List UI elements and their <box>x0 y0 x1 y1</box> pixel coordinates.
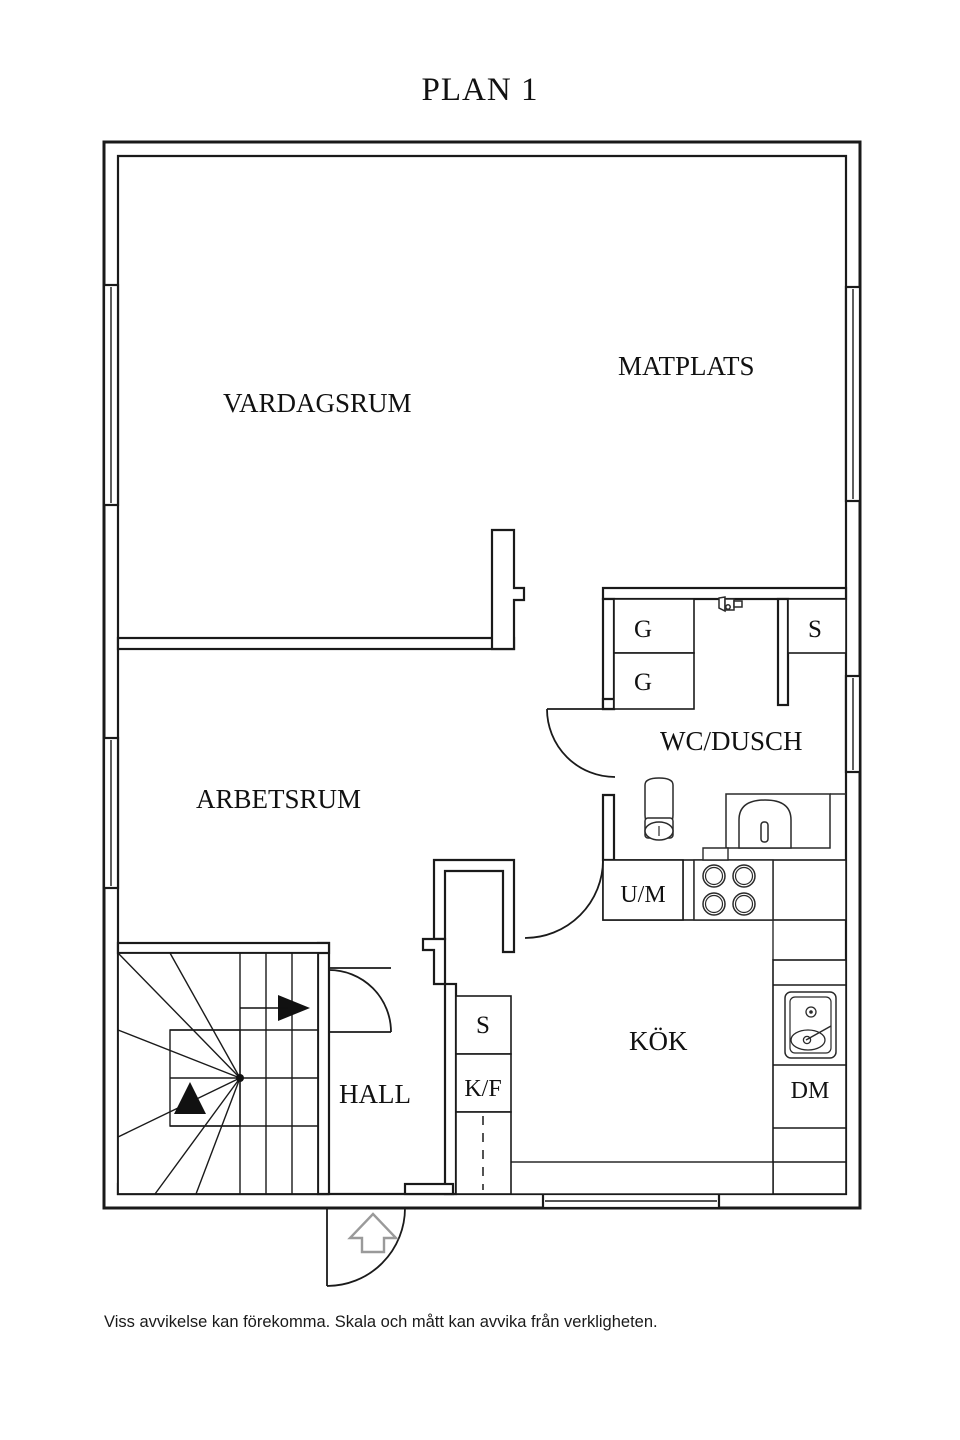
room-label-arbetsrum: ARBETSRUM <box>196 784 361 814</box>
toilet-fixture <box>644 777 674 841</box>
room-label-kok: KÖK <box>629 1026 688 1056</box>
staircase <box>117 952 319 1195</box>
window-right-lower <box>844 674 862 774</box>
hall-closets <box>455 995 512 1195</box>
room-label-vardagsrum: VARDAGSRUM <box>223 388 412 418</box>
fridge-freezer-label: K/F <box>464 1076 501 1102</box>
window-right-upper <box>844 285 862 503</box>
entrance-door <box>326 1207 406 1287</box>
room-label-matplats: MATPLATS <box>618 351 755 381</box>
stair-direction-arrow-right <box>278 995 310 1021</box>
window-left-lower <box>102 736 120 890</box>
closet-s-wc-label: S <box>808 616 822 643</box>
closet-g-lower-label: G <box>634 669 652 696</box>
window-left-upper <box>102 283 120 507</box>
washbasin-fixture <box>725 793 831 849</box>
door-wc <box>546 708 616 778</box>
fixture-labels: G G S U/M S K/F DM <box>464 616 829 1104</box>
room-label-wc-dusch: WC/DUSCH <box>660 726 803 756</box>
door-stair <box>328 967 392 1033</box>
disclaimer-text: Viss avvikelse kan förekomma. Skala och … <box>104 1313 658 1331</box>
room-labels: VARDAGSRUM MATPLATS ARBETSRUM HALL KÖK W… <box>196 351 803 1109</box>
closet-g-upper-label: G <box>634 616 652 643</box>
door-kitchen <box>524 859 604 939</box>
window-bottom-kitchen <box>541 1192 721 1210</box>
wc-dusch-area <box>546 596 847 849</box>
stove-fixture <box>693 859 774 921</box>
outer-walls <box>102 140 862 1210</box>
room-label-hall: HALL <box>339 1079 411 1109</box>
stair-direction-arrow-up <box>174 1082 206 1114</box>
closet-s-hall-label: S <box>476 1012 490 1039</box>
page-title: PLAN 1 <box>421 72 539 108</box>
entry-direction-arrow <box>347 1212 399 1254</box>
cabinet-um-label: U/M <box>620 882 665 908</box>
dishwasher-label: DM <box>791 1078 830 1104</box>
wall-fixture-icon <box>718 596 743 613</box>
kitchen-sink-fixture <box>784 991 837 1059</box>
kitchen-fixtures <box>455 847 847 1195</box>
